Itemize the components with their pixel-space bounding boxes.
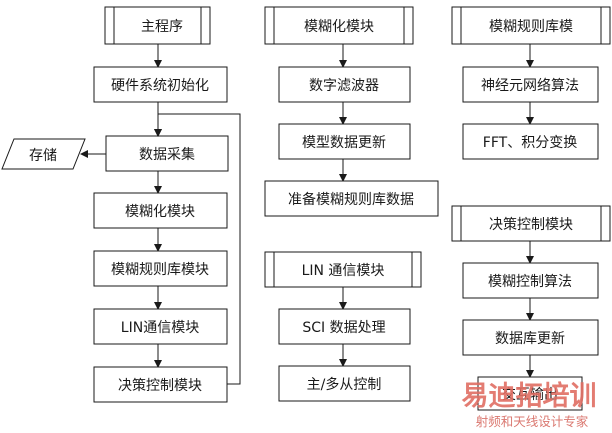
sci-processing-step: SCI 数据处理 <box>278 308 411 345</box>
data-acquisition-label: 数据采集 <box>139 146 195 163</box>
database-update-step: 数据库更新 <box>462 319 599 356</box>
neural-network-step: 神经元网络算法 <box>462 66 599 103</box>
data-acquisition-step: 数据采集 <box>105 135 229 172</box>
neural-network-label: 神经元网络算法 <box>481 78 579 94</box>
fuzzy-control-step: 模糊控制算法 <box>462 262 599 299</box>
fuzzification-header-label: 模糊化模块 <box>304 19 374 35</box>
database-update-label: 数据库更新 <box>495 331 565 347</box>
interactive-output-step: 交互输出 <box>477 376 583 411</box>
hardware-init-label: 硬件系统初始化 <box>111 77 209 94</box>
decision-header: 决策控制模块 <box>451 205 611 242</box>
decision-header-label: 决策控制模块 <box>489 216 573 233</box>
fuzzy-control-label: 模糊控制算法 <box>488 274 572 290</box>
fuzzification-header: 模糊化模块 <box>264 6 414 45</box>
storage-label: 存储 <box>29 148 57 164</box>
prepare-rulebase-step: 准备模糊规则库数据 <box>264 180 439 217</box>
fft-integral-step: FFT、积分变换 <box>462 123 599 160</box>
sci-processing-label: SCI 数据处理 <box>302 320 385 336</box>
lin-comm-label: LIN通信模块 <box>121 320 199 336</box>
main-program-header-label: 主程序 <box>141 19 183 35</box>
main-program-column: 主程序 硬件系统初始化 数据采集 存储 模糊化模块 模糊规则库模块 <box>1 6 241 403</box>
storage-node: 存储 <box>1 138 86 170</box>
decision-control-step: 决策控制模块 <box>93 366 228 403</box>
prepare-rulebase-label: 准备模糊规则库数据 <box>288 191 414 208</box>
rulebase-label: 模糊规则库模块 <box>111 262 209 278</box>
lin-column: LIN 通信模块 SCI 数据处理 主/多从控制 <box>264 251 422 402</box>
rulebase-header-label: 模糊规则库模 <box>489 19 573 35</box>
decision-control-label: 决策控制模块 <box>118 377 202 394</box>
fft-integral-label: FFT、积分变换 <box>483 134 577 151</box>
watermark-title: 易迪拓培训 <box>462 381 597 412</box>
rulebase-step: 模糊规则库模块 <box>93 250 228 287</box>
main-program-header: 主程序 <box>104 6 211 45</box>
lin-header: LIN 通信模块 <box>264 251 422 288</box>
digital-filter-label: 数字滤波器 <box>309 78 379 94</box>
interactive-output-label: 交互输出 <box>502 386 558 403</box>
watermark-subtitle: 射频和天线设计专家 <box>476 414 589 429</box>
hardware-init-step: 硬件系统初始化 <box>93 66 228 103</box>
watermark: 易迪拓培训 射频和天线设计专家 <box>462 381 597 429</box>
decision-column: 决策控制模块 模糊控制算法 数据库更新 交互输出 <box>451 205 611 411</box>
fuzzification-step: 模糊化模块 <box>93 192 228 229</box>
model-update-label: 模型数据更新 <box>302 135 386 151</box>
lin-header-label: LIN 通信模块 <box>302 263 385 279</box>
model-update-step: 模型数据更新 <box>278 123 411 160</box>
fuzzification-label: 模糊化模块 <box>125 204 195 220</box>
fuzzification-column: 模糊化模块 数字滤波器 模型数据更新 准备模糊规则库数据 <box>264 6 439 217</box>
master-slave-step: 主/多从控制 <box>278 365 411 402</box>
master-slave-label: 主/多从控制 <box>307 376 382 393</box>
digital-filter-step: 数字滤波器 <box>278 66 411 103</box>
lin-comm-step: LIN通信模块 <box>93 308 228 345</box>
rulebase-column: 模糊规则库模 神经元网络算法 FFT、积分变换 <box>451 6 611 160</box>
loop-back-line <box>158 113 241 385</box>
rulebase-header: 模糊规则库模 <box>451 6 611 45</box>
